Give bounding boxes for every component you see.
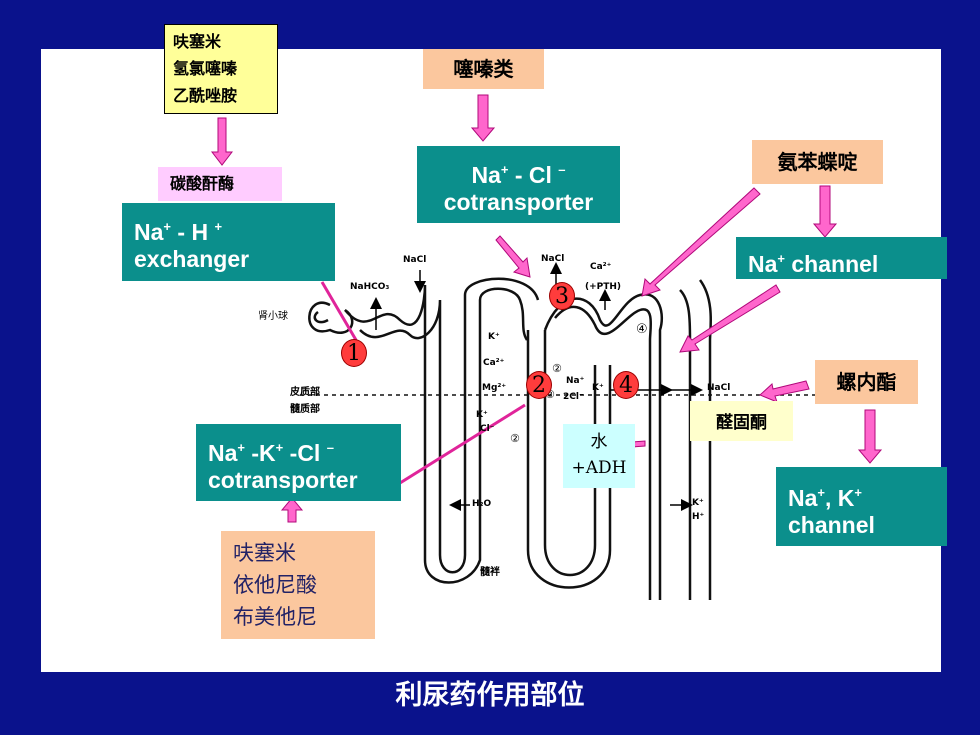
drug-box-thiazide: 噻嗪类 [423, 49, 544, 89]
charge-sup: + [500, 162, 509, 177]
transporter-na-h-exchanger: Na+ - H + exchanger [122, 203, 335, 281]
site-badge-4: 4 [613, 371, 639, 399]
site-badge-1: 1 [341, 339, 367, 367]
charge-sup: + [237, 440, 245, 455]
ion-text: , K [825, 485, 855, 511]
ion-text: Na [134, 219, 164, 245]
label-nacl-1: NaCl [403, 255, 427, 265]
ion-text: - H [171, 219, 215, 245]
ion-text: -Cl [283, 440, 327, 466]
charge-sup: – [558, 162, 566, 177]
label-loop: 髓袢 [480, 567, 500, 578]
transporter-nkcc: Na+ -K+ -Cl – cotransporter [196, 424, 401, 501]
drug-box-loop-top: 呋塞米 氢氯噻嗪 乙酰唑胺 [164, 24, 278, 114]
drug-name: 氢氯噻嗪 [173, 59, 238, 78]
charge-sup: + [163, 219, 171, 234]
ion-text: Na [788, 485, 818, 511]
label-k-out: K⁺ [692, 498, 704, 508]
label-h2o: H₂O [472, 499, 492, 509]
label-k-plus: K⁺ [488, 332, 500, 342]
label-medulla: 髓质部 [290, 404, 320, 415]
label-k-in: K⁺ [476, 410, 488, 420]
ion-text: Na [471, 162, 501, 188]
slide-title: 利尿药作用部位 [395, 680, 585, 711]
transport-arrows [370, 262, 703, 511]
label-na-plus: Na⁺ [566, 376, 585, 386]
drug-box-loop-bottom: 呋塞米 依他尼酸 布美他尼 [221, 531, 375, 639]
charge-sup: + [854, 485, 862, 500]
drug-name: 呋塞米 [233, 541, 296, 565]
ion-text: Na [208, 440, 238, 466]
pointer-lines [320, 281, 526, 485]
label-h-out: H⁺ [692, 512, 705, 522]
transporter-type: channel [788, 512, 875, 538]
label-ca2: Ca²⁺ [483, 358, 505, 368]
carbonic-anhydrase-label: 碳酸酐酶 [158, 167, 282, 201]
adh-label: +ADH [571, 458, 627, 478]
pink-arrows [210, 94, 883, 523]
site-badge-3: 3 [549, 282, 575, 310]
charge-sup: – [326, 440, 334, 455]
drug-name: 布美他尼 [233, 605, 317, 629]
label-pth: (+PTH) [585, 282, 622, 292]
label-cortex: 皮质部 [290, 387, 320, 398]
transporter-na-cl-cotransporter: Na+ - Cl – cotransporter [417, 146, 620, 223]
label-nahco3: NaHCO₃ [350, 282, 390, 292]
water-adh-box: 水 +ADH [563, 424, 635, 488]
label-k-plus-2: K⁺ [592, 383, 604, 393]
label-2cl: 2Cl⁻ [563, 392, 584, 402]
charge-sup: + [214, 219, 223, 234]
transporter-type: cotransporter [208, 467, 358, 493]
charge-sup: + [275, 440, 284, 455]
drug-box-spironolactone: 螺内酯 [815, 360, 918, 404]
aldosterone-label: 醛固酮 [690, 401, 793, 441]
label-ca: Ca²⁺ [590, 262, 612, 272]
charge-sup: + [817, 485, 825, 500]
ion-text: Na [748, 251, 778, 277]
drug-name: 依他尼酸 [233, 573, 317, 597]
drug-name: 乙酰唑胺 [173, 86, 238, 105]
drug-name: 呋塞米 [173, 32, 222, 51]
drug-box-triamterene: 氨苯蝶啶 [752, 140, 883, 184]
transporter-type: cotransporter [443, 189, 594, 215]
ion-text: - Cl [508, 162, 559, 188]
ion-text: -K [245, 440, 276, 466]
charge-sup: + [777, 251, 785, 266]
label-circle-2c: ② [510, 432, 520, 445]
label-cl-in: Cl⁻ [480, 424, 495, 434]
water-label: 水 [590, 432, 608, 452]
transporter-type: exchanger [134, 246, 250, 272]
transporter-na-channel: Na+ channel [736, 237, 947, 279]
label-nacl-3: NaCl [707, 383, 731, 393]
label-circle-2a: ② [552, 362, 562, 375]
label-glomerulus: 肾小球 [258, 311, 288, 322]
label-circle-2b: ② [545, 388, 555, 401]
transporter-na-k-channel: Na+, K+ channel [776, 467, 947, 546]
transporter-type: channel [785, 251, 879, 277]
site-badge-2: 2 [526, 371, 552, 399]
label-nacl-2: NaCl [541, 254, 565, 264]
label-circle-4: ④ [636, 322, 648, 337]
label-mg2: Mg²⁺ [482, 383, 507, 393]
